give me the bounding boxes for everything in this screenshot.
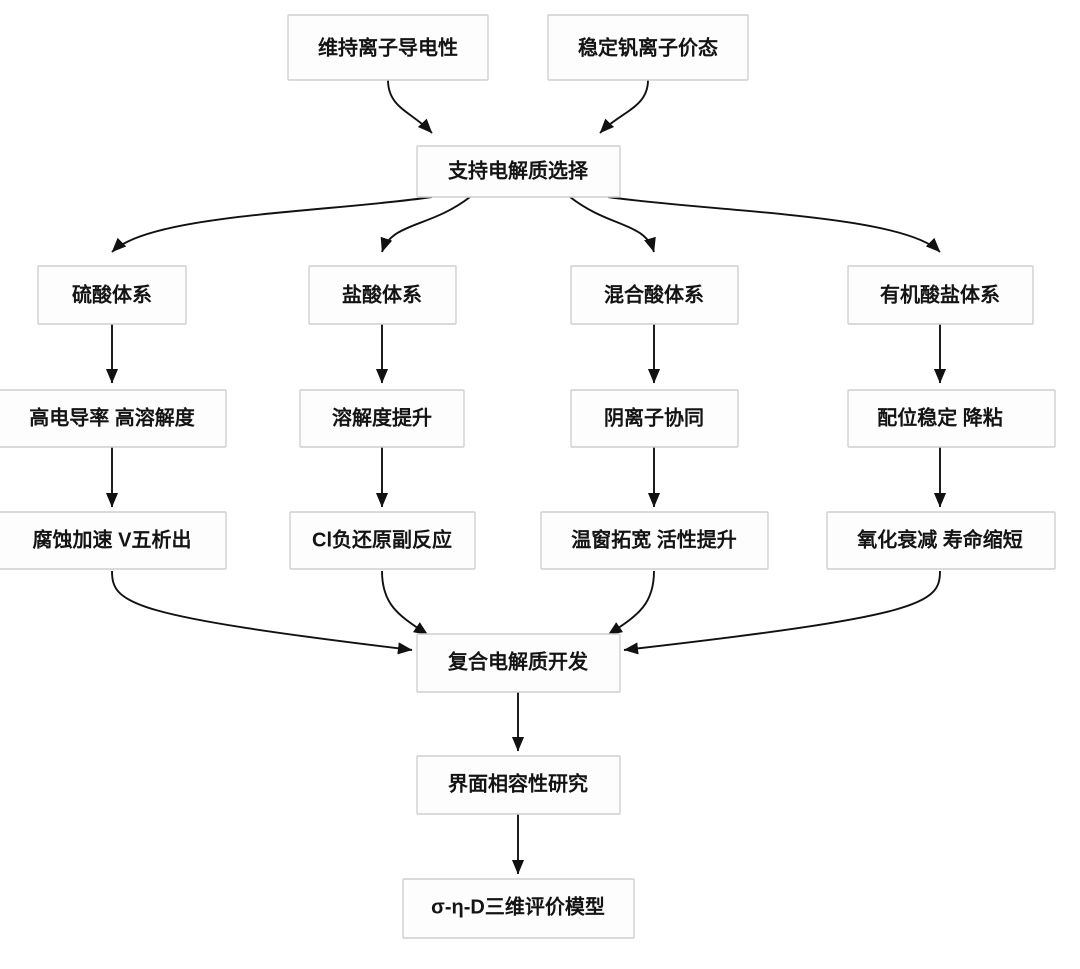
node-benefit-organic-acid-salt[interactable]: 配位稳定 降粘 — [847, 389, 1056, 448]
node-label-requirement-vanadium-valence: 稳定钒离子价态 — [578, 35, 718, 59]
node-interface-compatibility-study[interactable]: 界面相容性研究 — [416, 755, 621, 815]
node-label-benefit-mixed-acid: 阴离子协同 — [604, 405, 704, 429]
node-label-interface-compatibility-study: 界面相容性研究 — [448, 771, 588, 795]
node-benefit-sulfuric[interactable]: 高电导率 高溶解度 — [0, 389, 227, 448]
edge-selection-to-hydrochloric — [380, 196, 471, 253]
node-label-benefit-hydrochloric: 溶解度提升 — [332, 405, 432, 429]
edge-drawback-hydrochloric-to-composite — [381, 570, 429, 636]
node-label-benefit-sulfuric: 高电导率 高溶解度 — [29, 405, 196, 429]
node-system-organic-acid-salt[interactable]: 有机酸盐体系 — [847, 265, 1034, 325]
node-benefit-mixed-acid[interactable]: 阴离子协同 — [570, 389, 739, 448]
edge-vanadium-valence-to-selection — [599, 79, 649, 134]
node-benefit-hydrochloric[interactable]: 溶解度提升 — [299, 389, 465, 448]
edge-selection-to-mixed-acid — [569, 196, 656, 253]
edge-selection-to-sulfuric — [111, 196, 433, 253]
node-label-benefit-organic-acid-salt: 配位稳定 降粘 — [877, 405, 1003, 429]
node-label-evaluation-model: σ-η-D三维评价模型 — [431, 894, 605, 918]
node-drawback-hydrochloric[interactable]: Cl负还原副反应 — [289, 511, 476, 570]
node-supporting-electrolyte-selection[interactable]: 支持电解质选择 — [416, 145, 621, 198]
node-label-system-hydrochloric: 盐酸体系 — [342, 282, 422, 306]
node-label-drawback-mixed-acid: 温窗拓宽 活性提升 — [571, 527, 737, 551]
node-drawback-mixed-acid[interactable]: 温窗拓宽 活性提升 — [540, 511, 769, 570]
node-label-composite-electrolyte-development: 复合电解质开发 — [447, 649, 589, 673]
node-drawback-sulfuric[interactable]: 腐蚀加速 V五析出 — [0, 511, 227, 570]
node-drawback-organic-acid-salt[interactable]: 氧化衰减 寿命缩短 — [826, 511, 1056, 570]
node-system-mixed-acid[interactable]: 混合酸体系 — [570, 265, 739, 325]
node-composite-electrolyte-development[interactable]: 复合电解质开发 — [416, 633, 621, 693]
node-layer: 维持离子导电性 稳定钒离子价态 支持电解质选择 硫酸体系 盐酸体系 混合酸体系 — [0, 14, 1056, 939]
node-label-requirement-ion-conductivity: 维持离子导电性 — [318, 35, 458, 59]
node-evaluation-model[interactable]: σ-η-D三维评价模型 — [402, 878, 635, 939]
node-label-drawback-organic-acid-salt: 氧化衰减 寿命缩短 — [856, 527, 1023, 551]
edge-drawback-sulfuric-to-composite — [111, 570, 413, 655]
node-label-system-mixed-acid: 混合酸体系 — [604, 282, 704, 306]
node-label-supporting-electrolyte-selection: 支持电解质选择 — [448, 158, 589, 182]
edge-layer — [105, 79, 947, 875]
node-system-hydrochloric[interactable]: 盐酸体系 — [308, 265, 457, 325]
node-system-sulfuric[interactable]: 硫酸体系 — [37, 265, 187, 325]
node-requirement-vanadium-valence[interactable]: 稳定钒离子价态 — [547, 14, 749, 81]
node-label-system-sulfuric: 硫酸体系 — [72, 282, 152, 306]
edge-drawback-organic-salt-to-composite — [623, 570, 941, 655]
edge-drawback-mixed-acid-to-composite — [607, 570, 655, 636]
node-label-system-organic-acid-salt: 有机酸盐体系 — [880, 282, 1000, 306]
edge-selection-to-organic-salt — [607, 196, 941, 253]
node-label-drawback-hydrochloric: Cl负还原副反应 — [312, 527, 452, 551]
node-label-drawback-sulfuric: 腐蚀加速 V五析出 — [33, 527, 192, 551]
edge-ion-conductivity-to-selection — [387, 79, 433, 134]
node-requirement-ion-conductivity[interactable]: 维持离子导电性 — [287, 14, 489, 81]
